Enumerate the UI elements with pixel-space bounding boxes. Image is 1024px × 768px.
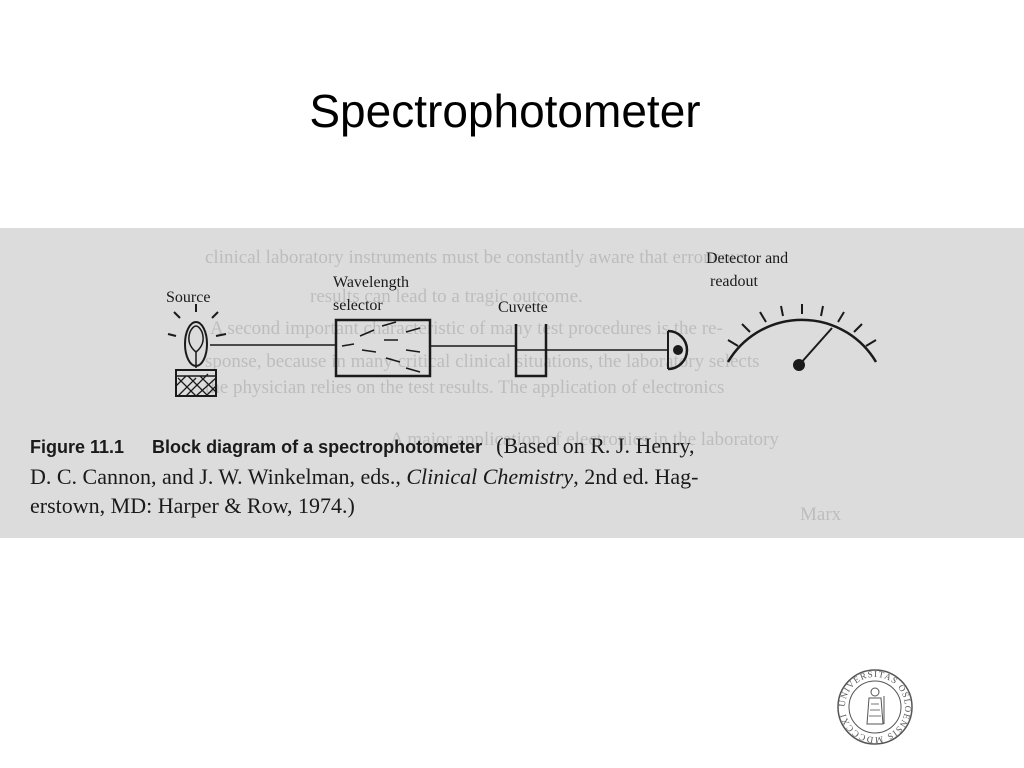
wavelength-selector-box	[334, 318, 432, 378]
bleed-line: the physician relies on the test results…	[205, 377, 725, 398]
bleed-line: results can lead to a tragic outcome.	[310, 286, 583, 307]
scanned-figure: clinical laboratory instruments must be …	[0, 228, 1024, 538]
caption-line2-end: , 2nd ed. Hag-	[573, 464, 699, 489]
detector-label-line2: readout	[710, 273, 759, 290]
detector-icon	[667, 329, 689, 371]
cuvette-icon	[514, 324, 548, 378]
bleed-line: A second important characteristic of man…	[210, 318, 723, 339]
seal-figure-icon	[866, 687, 885, 725]
university-seal-logo: UNIVERSITAS OSLOENSIS MDCCCXI	[837, 669, 913, 745]
source-lamp-icon	[167, 304, 227, 397]
caption-line3: erstown, MD: Harper & Row, 1974.)	[30, 493, 355, 518]
source-label: Source	[166, 289, 210, 306]
caption-line1-tail: (Based on R. J. Henry,	[496, 433, 695, 458]
readout-meter-icon	[726, 304, 878, 371]
caption-line2-start: D. C. Cannon, and J. W. Winkelman, eds.,	[30, 464, 401, 489]
caption-book-title: Clinical Chemistry	[406, 464, 574, 489]
cuvette-label: Cuvette	[498, 299, 548, 316]
figure-heading: Block diagram of a spectrophotometer	[152, 437, 483, 457]
wavelength-selector-label-line1: Wavelength	[333, 274, 409, 291]
figure-number: Figure 11.1	[30, 437, 125, 457]
wavelength-selector-label-line2: selector	[333, 297, 383, 314]
figure-caption: Figure 11.1 Block diagram of a spectropho…	[30, 431, 1016, 520]
bleed-line: sponse, because in many critical clinica…	[205, 351, 760, 372]
block-diagram: Source Wavelength selector Cuvette	[166, 250, 878, 397]
bleed-line: Marx	[800, 504, 842, 525]
detector-label-line1: Detector and	[706, 250, 788, 267]
bleed-line: A major application of electronics in th…	[390, 429, 779, 450]
slide-title: Spectrophotometer	[309, 85, 701, 137]
bleed-line: clinical laboratory instruments must be …	[205, 247, 748, 268]
